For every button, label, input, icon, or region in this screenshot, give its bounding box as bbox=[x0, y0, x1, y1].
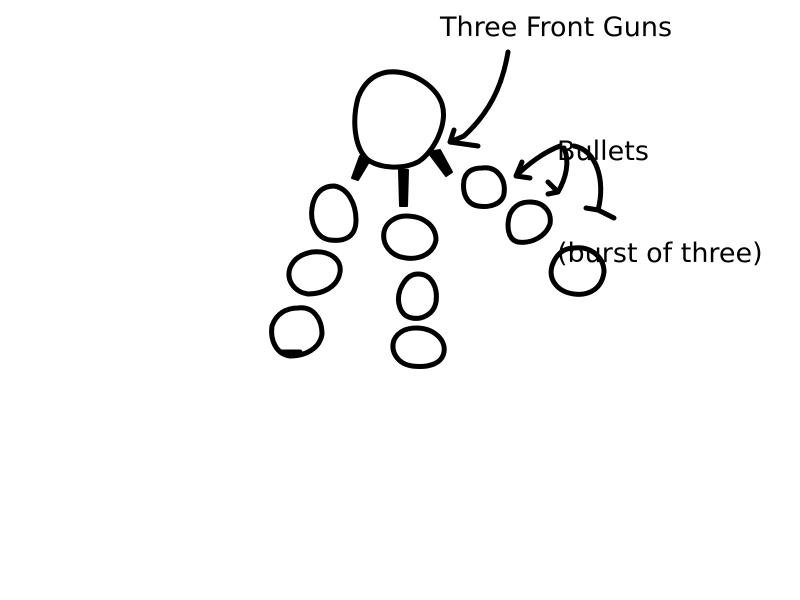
bullets-arrow-1 bbox=[513, 143, 563, 181]
bullet-right-3 bbox=[548, 245, 607, 297]
bullet-center-1 bbox=[381, 213, 439, 261]
bullet-left-3 bbox=[269, 305, 325, 359]
ship-body bbox=[352, 69, 446, 170]
guns-label: Three Front Guns bbox=[440, 12, 673, 43]
bullets-label-line1: Bullets bbox=[557, 136, 649, 167]
center-gun bbox=[398, 169, 409, 207]
guns-arrow bbox=[447, 49, 511, 149]
bullets-arrow-2 bbox=[545, 145, 570, 197]
right-gun bbox=[427, 149, 453, 177]
bullet-left-2 bbox=[286, 249, 343, 297]
bullet-left-1 bbox=[309, 183, 359, 243]
bullets-label: Bullets (burst of three) bbox=[557, 67, 763, 305]
bullet-right-2 bbox=[505, 199, 553, 245]
bullet-right-1 bbox=[461, 165, 507, 209]
bullet-center-2 bbox=[396, 271, 439, 321]
bullets-label-line2: (burst of three) bbox=[557, 238, 763, 269]
left-gun bbox=[351, 155, 371, 181]
bullets-arrow-3 bbox=[571, 143, 617, 221]
bullet-center-3 bbox=[390, 325, 447, 369]
